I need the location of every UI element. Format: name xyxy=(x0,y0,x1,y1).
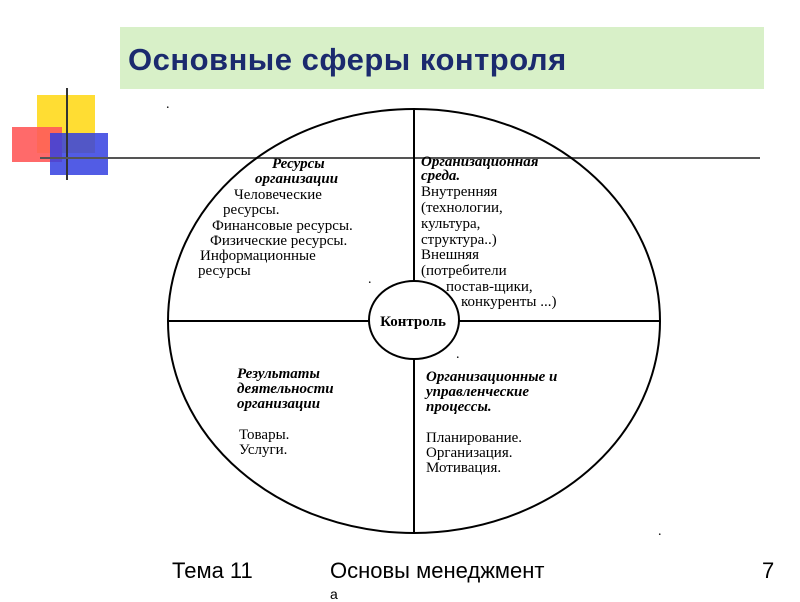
center-label: Контроль xyxy=(380,314,446,330)
bl-line-1: Товары. xyxy=(239,427,290,443)
tr-line-3: культура, xyxy=(421,216,481,232)
tl-line-3: Финансовые ресурсы. xyxy=(212,218,353,234)
stray-dot: . xyxy=(368,272,372,287)
br-line-1: Планирование. xyxy=(426,430,523,446)
stray-dot: . xyxy=(166,97,170,112)
bl-heading-3: организации xyxy=(237,396,321,412)
br-heading-2: управленческие xyxy=(426,384,529,400)
tr-line-7: постав-щики, xyxy=(446,279,533,295)
tr-line-8: конкуренты ...) xyxy=(461,294,557,310)
tr-line-4: структура..) xyxy=(421,232,497,248)
footer-course: Основы менеджмент xyxy=(330,558,545,583)
stray-dot: . xyxy=(456,347,460,362)
bl-heading-1: Результаты xyxy=(237,366,320,382)
tr-line-2: (технологии, xyxy=(421,200,503,216)
footer-course-continuation: а xyxy=(330,586,338,602)
stray-dot: . xyxy=(658,524,662,539)
decor-blue-square xyxy=(50,133,108,175)
page-number: 7 xyxy=(762,558,775,583)
tr-line-6: (потребители xyxy=(421,263,507,279)
title-band xyxy=(120,27,764,89)
decor-vertical-line xyxy=(66,88,68,180)
tl-line-2: ресурсы. xyxy=(223,202,280,218)
tl-heading-2: организации xyxy=(255,171,339,187)
br-heading-1: Организационные и xyxy=(426,369,558,385)
tr-line-5: Внешняя xyxy=(421,247,480,263)
bl-heading-2: деятельности xyxy=(237,381,334,397)
br-line-3: Мотивация. xyxy=(426,460,502,476)
tr-line-1: Внутренняя xyxy=(421,184,498,200)
footer-topic: Тема 11 xyxy=(172,558,253,583)
tl-line-4: Физические ресурсы. xyxy=(210,233,348,249)
tl-line-5: Информационные xyxy=(200,248,316,264)
tr-heading-1: Организационная xyxy=(421,154,539,170)
br-heading-3: процессы. xyxy=(426,399,492,415)
tl-line-1: Человеческие xyxy=(234,187,322,203)
tl-heading-1: Ресурсы xyxy=(272,156,325,172)
decor-horizontal-line xyxy=(40,157,760,159)
bl-line-2: Услуги. xyxy=(239,442,288,458)
br-line-2: Организация. xyxy=(426,445,513,461)
tr-heading-2: среда. xyxy=(421,168,461,184)
slide-title: Основные сферы контроля xyxy=(128,42,567,77)
tl-line-6: ресурсы xyxy=(198,263,251,279)
center-circle xyxy=(368,280,460,360)
